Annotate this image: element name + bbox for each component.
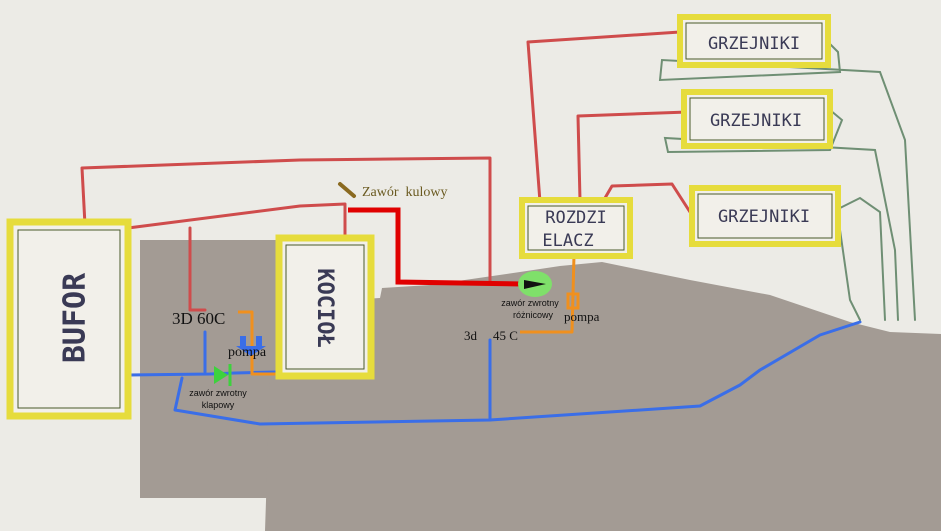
return-lower <box>173 320 862 426</box>
pump-icon-kociol <box>236 336 266 356</box>
rozdzielacz-manifold: ROZDZI ELACZ <box>519 197 633 259</box>
supply-pipe-to-grzejnik-2 <box>576 110 690 202</box>
pompa-rozdzielacz-label: pompa <box>564 309 600 324</box>
grzejnik-3: GRZEJNIKI <box>689 185 841 247</box>
supply-pipes <box>80 30 692 312</box>
pump-icon-rozdzielacz <box>566 292 580 310</box>
radiator-return-pipes <box>658 41 916 321</box>
supply-pipe-top <box>80 156 492 286</box>
zawor-kulowy-label: Zawór kulowy <box>362 185 448 200</box>
check-valve-icon <box>214 364 232 386</box>
grzejnik-2-label: GRZEJNIKI <box>710 111 802 131</box>
pump-lines <box>238 254 576 376</box>
supply-pipe-to-sensor <box>188 226 207 312</box>
rozdzielacz-label-1: ROZDZI <box>545 208 606 228</box>
kociol-boiler: KOCIOŁ <box>275 234 375 380</box>
ball-valve-icon <box>338 182 356 198</box>
supply-pipe-to-grzejnik-3 <box>603 182 692 214</box>
temp-kociol-label: 3D 60C <box>172 309 225 328</box>
grzejnik-1: GRZEJNIKI <box>677 14 831 68</box>
supply-pipe-bufor-kociol <box>126 202 347 237</box>
zawor-klapowy-label-2: klapowy <box>202 400 235 410</box>
grzejnik-1-label: GRZEJNIKI <box>708 34 800 54</box>
pompa-kociol-label: pompa <box>228 345 267 360</box>
main-supply-pipe <box>348 207 523 287</box>
supply-pipe-to-grzejnik-1 <box>526 30 682 204</box>
grzejnik-2: GRZEJNIKI <box>681 89 833 149</box>
bufor-label: BUFOR <box>58 272 93 363</box>
zawor-klapowy-label-1: zawór zwrotny <box>189 388 247 398</box>
temp-3d-label: 3d <box>464 328 478 343</box>
zawor-roznicowy-label-1: zawór zwrotny <box>501 298 559 308</box>
zawor-roznicowy-label-2: różnicowy <box>513 310 554 320</box>
grzejnik-3-label: GRZEJNIKI <box>718 207 810 227</box>
rozdzielacz-label-2: ELACZ <box>542 231 593 251</box>
temp-45c-label: 45 C <box>493 328 518 343</box>
kociol-label: KOCIOŁ <box>312 268 337 347</box>
differential-valve-icon <box>518 271 552 297</box>
bufor-tank: BUFOR <box>6 218 132 420</box>
